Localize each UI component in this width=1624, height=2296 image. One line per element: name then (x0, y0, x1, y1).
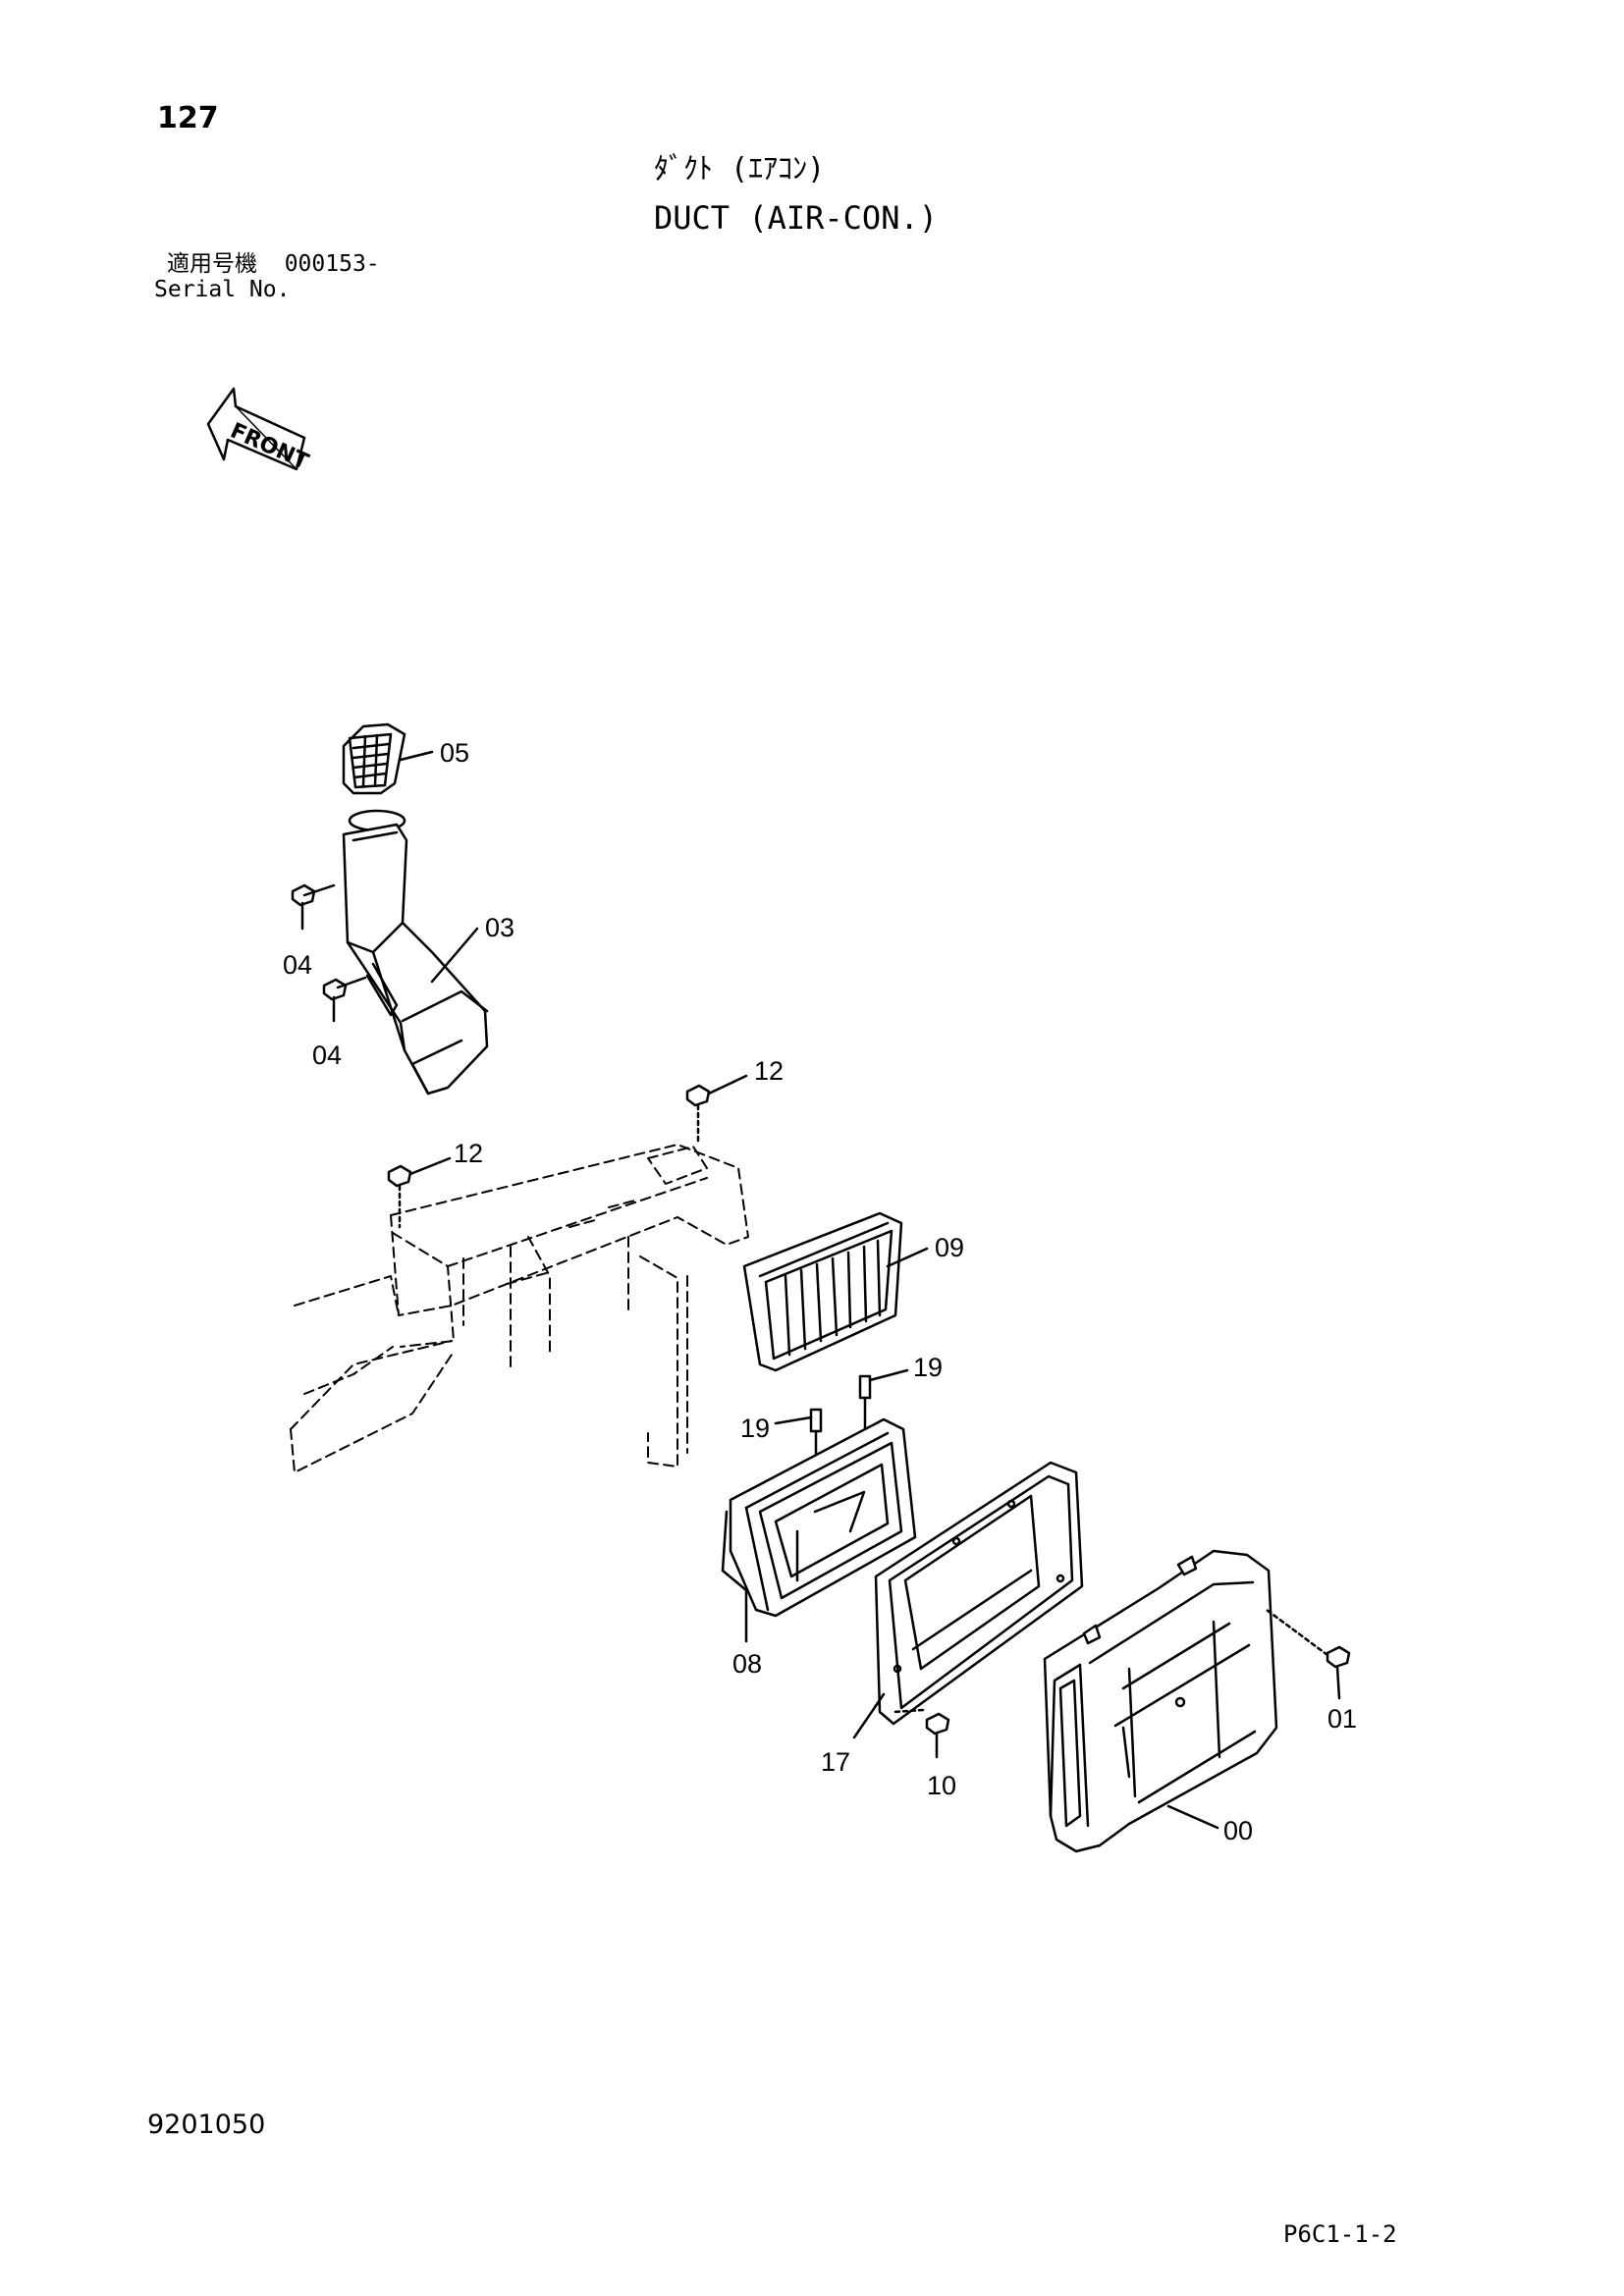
callout-12-right: 12 (754, 1056, 784, 1086)
serial-value: 000153- (284, 251, 380, 277)
title-english: DUCT (AIR-CON.) (654, 199, 938, 237)
callout-12-left: 12 (454, 1139, 483, 1168)
screw-part-12-right (685, 1074, 748, 1147)
callout-08: 08 (732, 1649, 762, 1679)
duct-frame-bracket (290, 1144, 749, 1473)
leader-line-00 (1166, 1804, 1219, 1830)
page-number: 127 (157, 101, 219, 135)
serial-label-japanese: 適用号機 000153- (167, 253, 380, 276)
screw-part-04-lower (322, 976, 367, 1023)
filter-part-09 (742, 1211, 903, 1372)
callout-19-right: 19 (913, 1353, 943, 1382)
screw-part-04-upper (291, 883, 336, 931)
page-code: P6C1-1-2 (1283, 2220, 1397, 2248)
leader-line-17 (852, 1692, 886, 1739)
callout-03: 03 (485, 913, 514, 942)
leader-line-05 (399, 750, 434, 762)
callout-17: 17 (821, 1747, 850, 1777)
leader-line-09 (886, 1247, 929, 1268)
housing-part-08 (721, 1417, 917, 1618)
screw-part-12-left (387, 1156, 452, 1229)
callout-09: 09 (935, 1233, 964, 1262)
screw-part-01 (1265, 1608, 1351, 1700)
callout-04-upper: 04 (283, 950, 312, 980)
leader-line-03 (430, 927, 479, 984)
callout-10: 10 (927, 1771, 956, 1800)
callout-05: 05 (440, 738, 469, 768)
cover-housing-part-00 (1043, 1549, 1278, 1853)
serial-label-english: Serial No. (154, 277, 291, 302)
title-japanese: ﾀﾞｸﾄ (ｴｱｺﾝ) (654, 152, 826, 187)
callout-00: 00 (1223, 1816, 1253, 1845)
duct-pipe-part-03 (342, 809, 489, 1095)
document-number: 9201050 (147, 2109, 266, 2140)
front-arrow-icon (206, 387, 306, 471)
pin-part-19-right (858, 1368, 909, 1435)
screw-part-10 (892, 1708, 950, 1759)
callout-04-lower: 04 (312, 1041, 342, 1070)
callout-19-left: 19 (740, 1414, 770, 1443)
vent-louver-part-05 (342, 722, 406, 795)
serial-label-jp-text: 適用号機 (167, 251, 257, 277)
gasket-part-17 (874, 1461, 1084, 1726)
callout-01: 01 (1327, 1704, 1357, 1734)
